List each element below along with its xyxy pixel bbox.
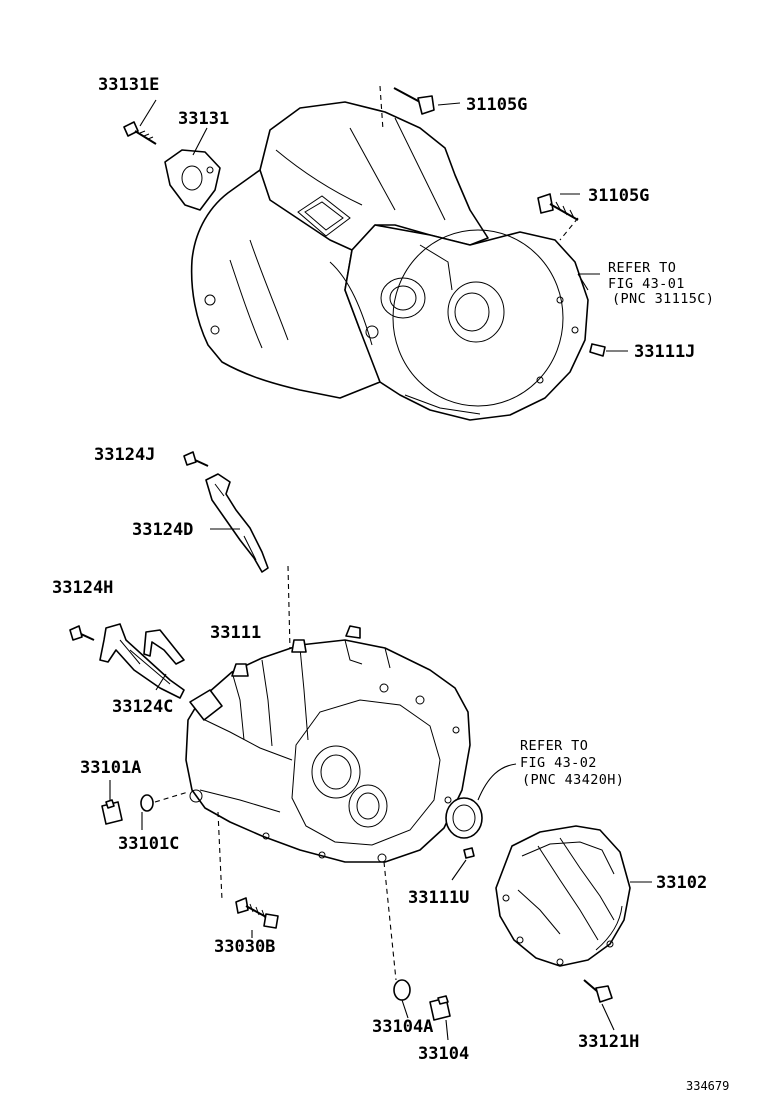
label-33111U: 33111U [408, 888, 469, 908]
pin-33111J-icon [589, 343, 606, 357]
plug-33101A-icon [101, 799, 123, 825]
label-33104: 33104 [418, 1044, 469, 1064]
label-33030B: 33030B [214, 937, 275, 957]
label-33111J: 33111J [634, 342, 695, 362]
oil-seal-ring-icon [445, 797, 483, 839]
transaxle-case-33111-assembly [185, 625, 471, 863]
label-31105G-mid: 31105G [588, 186, 649, 206]
bracket-33124D-icon [205, 473, 269, 573]
gasket-33104A-icon [393, 979, 411, 1001]
bolt-33124J-icon [183, 451, 209, 467]
cover-33102-icon [495, 825, 631, 967]
refer-note-top-line1: REFER TO [608, 260, 676, 276]
label-31105G-top: 31105G [466, 95, 527, 115]
label-33124J: 33124J [94, 445, 155, 465]
refer-note-bottom-line1: REFER TO [520, 738, 588, 754]
bolt-31105G-top-icon [393, 87, 435, 115]
lever-33124C-icon [99, 623, 185, 699]
refer-note-top-line3: (PNC 31115C) [612, 291, 714, 307]
bolt-33030B-icon [235, 897, 279, 929]
label-33102: 33102 [656, 873, 707, 893]
gasket-33101C-icon [140, 794, 154, 812]
refer-note-bottom-line3: (PNC 43420H) [522, 772, 624, 788]
label-33124H: 33124H [52, 578, 113, 598]
label-33131E: 33131E [98, 75, 159, 95]
label-33131: 33131 [178, 109, 229, 129]
bolt-33124H-icon [69, 625, 95, 641]
bolt-33131E-icon [123, 121, 157, 145]
label-33124C: 33124C [112, 697, 173, 717]
transmission-case-housing-assembly [190, 101, 589, 421]
refer-note-bottom-line2: FIG 43-02 [520, 755, 597, 771]
plate-33131-icon [164, 149, 221, 211]
bolt-31105G-mid-icon [537, 193, 579, 221]
pin-33111U-icon [463, 847, 475, 859]
label-33124D: 33124D [132, 520, 193, 540]
label-33101A: 33101A [80, 758, 141, 778]
bolt-33121H-icon [583, 979, 613, 1003]
label-33121H: 33121H [578, 1032, 639, 1052]
figure-number: 334679 [686, 1079, 729, 1093]
label-33104A: 33104A [372, 1017, 433, 1037]
refer-note-top-line2: FIG 43-01 [608, 276, 685, 292]
label-33111: 33111 [210, 623, 261, 643]
label-33101C: 33101C [118, 834, 179, 854]
plug-33104-icon [429, 995, 451, 1021]
